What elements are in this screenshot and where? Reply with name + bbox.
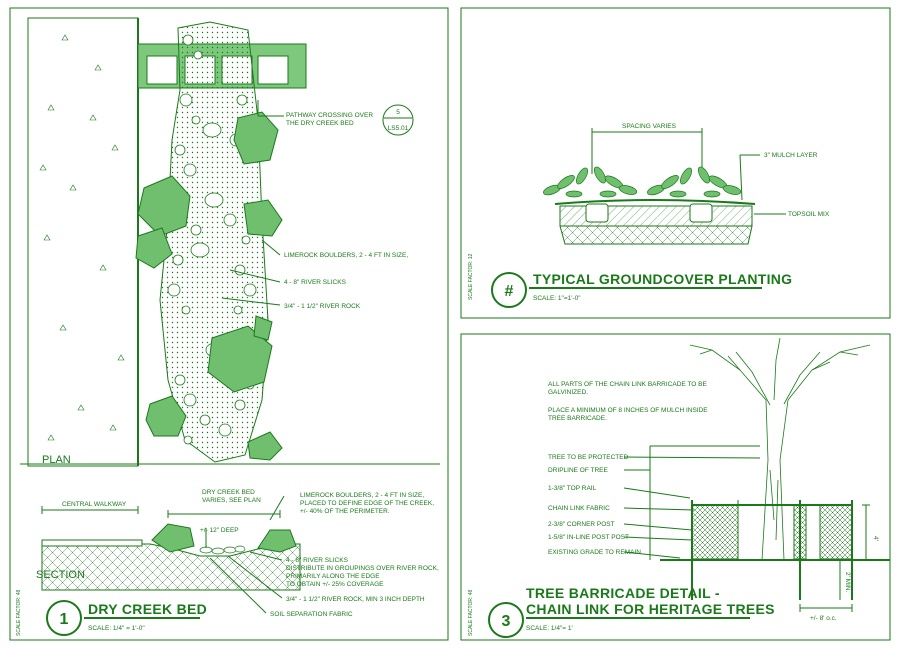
creek-section	[41, 506, 301, 591]
note-soil-fabric: SOIL SEPARATION FABRIC	[270, 611, 353, 618]
note-pathway-2: THE DRY CREEK BED	[286, 120, 354, 127]
note-creek-varies-2: VARIES, SEE PLAN	[202, 497, 261, 504]
scale-factor-1: SCALE FACTOR: 48	[16, 589, 22, 636]
plan-leaders	[221, 100, 284, 306]
protected-tree	[689, 337, 871, 561]
note-central-walkway: CENTRAL WALKWAY	[62, 501, 127, 508]
scale-1: SCALE: 1/4" = 1'-0"	[88, 625, 145, 632]
section-callout: 5 LS5.01	[382, 104, 414, 136]
title-block-1: 1 DRY CREEK BED SCALE: 1/4" = 1'-0" SCAL…	[16, 589, 207, 636]
callout-number: 5	[396, 109, 400, 116]
scale-3: SCALE: 1/4"= 1'	[526, 625, 573, 632]
chain-link-barricade	[649, 445, 890, 612]
note-limerock-section-3: +/- 40% OF THE PERIMETER.	[300, 508, 390, 515]
note-river-slicks-section-4: TO OBTAIN +/- 25% COVERAGE	[286, 581, 384, 588]
title-2: TYPICAL GROUNDCOVER PLANTING	[533, 271, 792, 287]
title-3-line2: CHAIN LINK FOR HERITAGE TREES	[526, 601, 775, 617]
scale-factor-2: SCALE FACTOR: 12	[468, 253, 474, 300]
general-note-4: TREE BARRICADE.	[548, 415, 607, 422]
general-note-1: ALL PARTS OF THE CHAIN LINK BARRICADE TO…	[548, 381, 707, 388]
note-topsoil: TOPSOIL MIX	[788, 211, 830, 218]
dim-spacing: +/- 8' o.c.	[810, 615, 837, 622]
groundcover-section	[543, 128, 786, 245]
note-deep: +/- 12" DEEP	[200, 527, 239, 534]
title-3-line1: TREE BARRICADE DETAIL -	[526, 585, 720, 601]
scale-factor-3: SCALE FACTOR: 48	[468, 589, 474, 636]
label-dripline: DRIPLINE OF TREE	[548, 467, 609, 474]
note-creek-varies-1: DRY CREEK BED	[202, 489, 255, 496]
plan-label: PLAN	[42, 454, 71, 466]
panel2-frame	[460, 7, 891, 319]
label-corner-post: 2-3/8" CORNER POST	[548, 521, 615, 528]
callout-sheet: LS5.01	[388, 125, 409, 132]
detail-number-2: #	[505, 283, 514, 300]
note-river-slicks-section-1: 4 - 8" RIVER SLICKS	[286, 557, 349, 564]
section-leaders	[209, 495, 285, 614]
label-tree: TREE TO BE PROTECTED	[548, 454, 629, 461]
note-mulch: 3" MULCH LAYER	[764, 152, 818, 159]
general-note-3: PLACE A MINIMUM OF 8 INCHES OF MULCH INS…	[548, 407, 708, 414]
detail-number-3: 3	[502, 613, 511, 630]
note-river-slicks-section-3: PRIMARILY ALONG THE EDGE	[286, 573, 380, 580]
title-1: DRY CREEK BED	[88, 601, 207, 617]
title-block-3: 3 TREE BARRICADE DETAIL - CHAIN LINK FOR…	[468, 585, 775, 638]
note-river-slicks-section-2: DISTRIBUTE IN GROUPINGS OVER RIVER ROCK,	[286, 565, 439, 572]
note-limerock-plan: LIMEROCK BOULDERS, 2 - 4 FT IN SIZE,	[284, 252, 408, 259]
dim-embed: 2' MIN.	[844, 572, 851, 593]
note-river-rock-plan: 3/4" - 1 1/2" RIVER ROCK	[284, 303, 361, 310]
note-river-rock-section: 3/4" - 1 1/2" RIVER ROCK, MIN 3 INCH DEP…	[286, 596, 425, 603]
note-pathway-1: PATHWAY CROSSING OVER	[286, 112, 373, 119]
label-top-rail: 1-3/8" TOP RAIL	[548, 485, 597, 492]
general-note-2: GALVINIZED.	[548, 389, 588, 396]
panel3-frame	[460, 333, 891, 641]
scale-2: SCALE: 1"=1'-0"	[533, 295, 581, 302]
plan-wall	[27, 17, 139, 467]
label-existing-grade: EXISTING GRADE TO REMAIN	[548, 549, 641, 556]
barricade-leaders	[623, 456, 761, 559]
panel1-frame	[9, 7, 449, 641]
note-limerock-section-2: PLACED TO DEFINE EDGE OF THE CREEK,	[300, 500, 434, 507]
note-limerock-section-1: LIMEROCK BOULDERS, 2 - 4 FT IN SIZE,	[300, 492, 424, 499]
detail-number-1: 1	[60, 611, 69, 628]
note-spacing: SPACING VARIES	[622, 123, 677, 130]
dim-height: 4'	[872, 536, 879, 541]
label-fabric: CHAIN LINK FABRIC	[548, 505, 610, 512]
title-block-2: # TYPICAL GROUNDCOVER PLANTING SCALE: 1"…	[468, 253, 792, 308]
creek-bed	[135, 21, 283, 463]
section-label: SECTION	[36, 569, 85, 581]
label-inline-post: 1-5/8" IN-LINE POST POST	[548, 534, 629, 541]
note-river-slicks-plan: 4 - 8" RIVER SLICKS	[284, 279, 347, 286]
